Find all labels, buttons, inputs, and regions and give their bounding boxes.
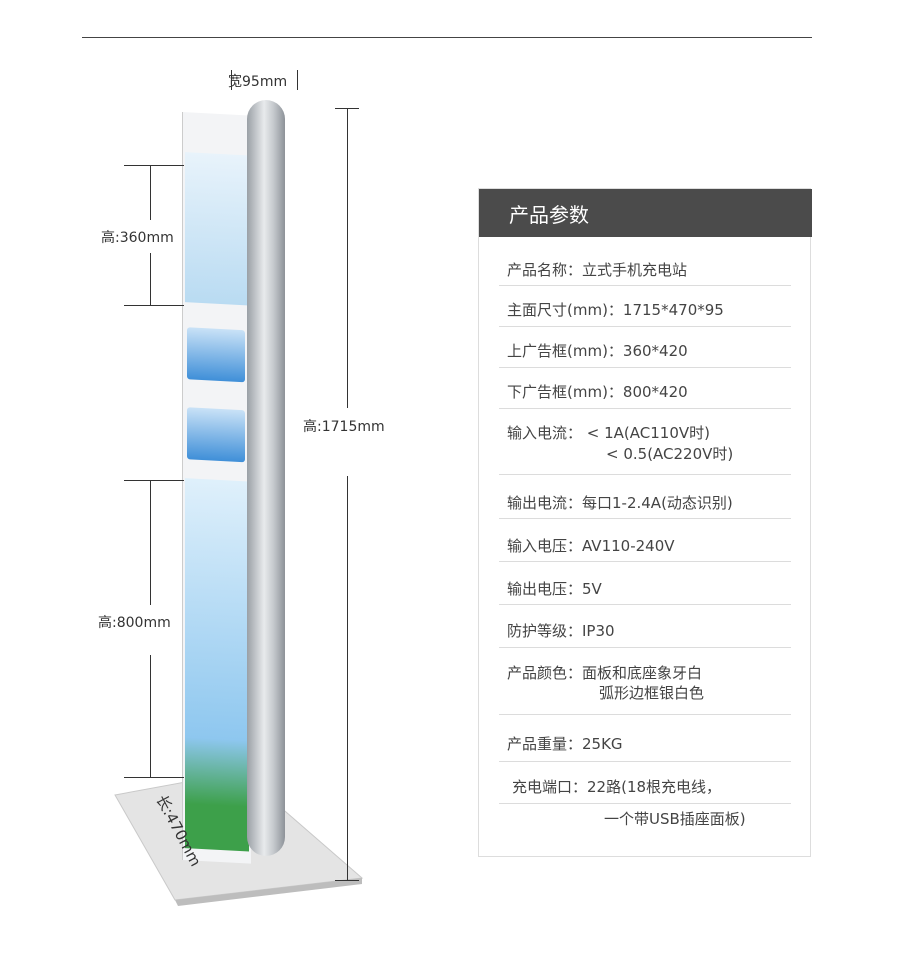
charging-shelf xyxy=(187,327,245,383)
row-divider xyxy=(499,647,791,648)
display-panel xyxy=(182,112,251,864)
spec-row-line2: 一个带USB插座面板) xyxy=(604,810,746,828)
top-ad-frame xyxy=(185,152,249,306)
top-height-label: 高:360mm xyxy=(101,230,174,246)
bottom-height-label: 高:800mm xyxy=(98,615,171,631)
row-divider xyxy=(499,518,791,519)
width-label: 宽95mm xyxy=(228,74,288,90)
row-divider xyxy=(499,408,791,409)
spec-row: 产品重量：25KG xyxy=(507,735,623,753)
spec-row-line2: < 0.5(AC220V时) xyxy=(606,445,734,463)
spec-row: 主面尺寸(mm)：1715*470*95 xyxy=(507,301,724,319)
dim-tick xyxy=(335,880,359,881)
dim-tick xyxy=(124,305,184,306)
row-divider xyxy=(499,714,791,715)
width-guide xyxy=(231,70,232,90)
row-divider xyxy=(499,474,791,475)
bottom-ad-frame xyxy=(185,478,249,852)
row-divider xyxy=(499,367,791,368)
spec-row: 下广告框(mm)：800*420 xyxy=(507,383,688,401)
row-divider xyxy=(499,803,791,804)
spec-row: 输入电压：AV110-240V xyxy=(507,537,675,555)
top-height-line xyxy=(150,253,151,305)
spec-row: 充电端口：22路(18根充电线， xyxy=(512,778,722,796)
dim-tick xyxy=(124,480,184,481)
spec-row: 产品名称：立式手机充电站 xyxy=(507,261,688,279)
dim-tick xyxy=(124,777,184,778)
silver-pole xyxy=(247,100,285,856)
row-divider xyxy=(499,761,791,762)
spec-table: 产品参数 产品名称：立式手机充电站 主面尺寸(mm)：1715*470*95 上… xyxy=(478,188,812,857)
row-divider xyxy=(499,326,791,327)
spec-row: 输出电流：每口1-2.4A(动态识别) xyxy=(507,494,733,512)
spec-row: 防护等级：IP30 xyxy=(507,622,615,640)
total-height-label: 高:1715mm xyxy=(303,419,385,435)
bottom-height-line xyxy=(150,655,151,777)
spec-row: 产品颜色：面板和底座象牙白 xyxy=(507,664,703,682)
row-divider xyxy=(499,604,791,605)
row-divider xyxy=(499,285,791,286)
spec-row-line2: 弧形边框银白色 xyxy=(599,684,705,702)
spec-title: 产品参数 xyxy=(479,189,812,237)
bottom-height-line xyxy=(150,480,151,605)
width-guide xyxy=(297,70,298,90)
total-height-line xyxy=(347,108,348,408)
top-divider xyxy=(82,37,812,38)
row-divider xyxy=(499,561,791,562)
spec-row: 上广告框(mm)：360*420 xyxy=(507,342,688,360)
charging-shelf xyxy=(187,407,245,463)
spec-row: 输出电压：5V xyxy=(507,580,602,598)
top-height-line xyxy=(150,165,151,220)
dim-tick xyxy=(124,165,184,166)
spec-row: 输入电流： < 1A(AC110V时) xyxy=(507,424,710,442)
total-height-line xyxy=(347,476,348,880)
